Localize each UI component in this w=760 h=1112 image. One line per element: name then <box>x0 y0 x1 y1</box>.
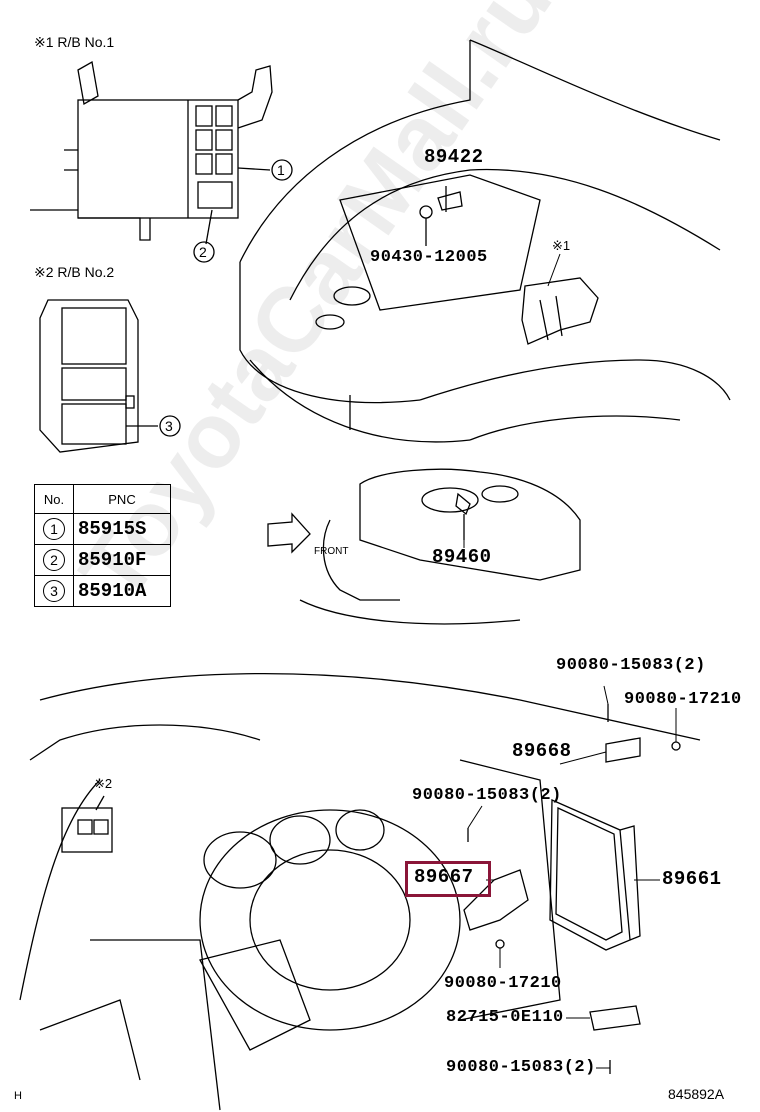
part-90430-12005[interactable]: 90430-12005 <box>370 248 488 267</box>
front-label: FRONT <box>314 546 349 557</box>
row-pnc: 85910A <box>73 575 171 607</box>
callout-2-circle-top <box>193 241 215 263</box>
bracket-89668 <box>605 737 641 763</box>
callout-3-number: 3 <box>165 418 173 434</box>
diagram-id: 845892A <box>668 1086 725 1102</box>
highlight-box <box>405 861 491 897</box>
relay-box-2-drawing <box>39 299 158 453</box>
bracket-89667 <box>463 869 529 931</box>
part-90080-17210-bot[interactable]: 90080-17210 <box>444 974 562 993</box>
row-number: 1 <box>43 518 65 540</box>
part-90080-17210-top[interactable]: 90080-17210 <box>624 690 742 709</box>
table-row: 1 85915S <box>34 513 171 545</box>
row-pnc: 85910F <box>73 544 171 576</box>
part-89667[interactable]: 89667 <box>414 866 474 888</box>
part-82715-0e110[interactable]: 82715-0E110 <box>446 1008 564 1027</box>
part-89668[interactable]: 89668 <box>512 740 572 762</box>
callout-2-number: 2 <box>199 244 207 260</box>
table-row: 2 85910F <box>34 544 171 576</box>
table-header-pnc: PNC <box>73 484 171 514</box>
part-89661[interactable]: 89661 <box>662 868 722 890</box>
star-1-marker: ※1 <box>552 238 571 253</box>
bracket-82715 <box>589 1005 641 1031</box>
table-header-no: No. <box>34 484 74 514</box>
leader-lines <box>463 253 677 1069</box>
part-89460[interactable]: 89460 <box>432 546 492 568</box>
front-arrow-shape <box>267 512 311 554</box>
corner-left-mark: H <box>14 1090 22 1102</box>
part-89422[interactable]: 89422 <box>424 146 484 168</box>
part-90080-15083-bot[interactable]: 90080-15083(2) <box>446 1058 596 1077</box>
pnc-table: No. PNC 1 85915S 2 85910F 3 85910A <box>34 484 171 607</box>
engine-bay-drawing <box>239 39 731 443</box>
callout-1-circle-top <box>271 159 293 181</box>
star-2-marker: ※2 <box>94 776 113 791</box>
part-90080-15083-mid[interactable]: 90080-15083(2) <box>412 786 562 805</box>
relay-box-1-drawing <box>30 60 273 245</box>
dashboard-drawing <box>19 672 701 1111</box>
row-number: 2 <box>43 549 65 571</box>
table-row: 3 85910A <box>34 575 171 607</box>
row-number: 3 <box>43 580 65 602</box>
sensor-area-drawing <box>267 468 581 625</box>
rb2-heading: ※2 R/B No.2 <box>34 264 115 280</box>
callout-3-circle-top <box>159 415 181 437</box>
ecu-drawing <box>463 704 681 1074</box>
part-90080-15083-top[interactable]: 90080-15083(2) <box>556 656 706 675</box>
callout-1-number: 1 <box>277 162 285 178</box>
rb1-heading: ※1 R/B No.1 <box>34 34 115 50</box>
row-pnc: 85915S <box>73 513 171 545</box>
